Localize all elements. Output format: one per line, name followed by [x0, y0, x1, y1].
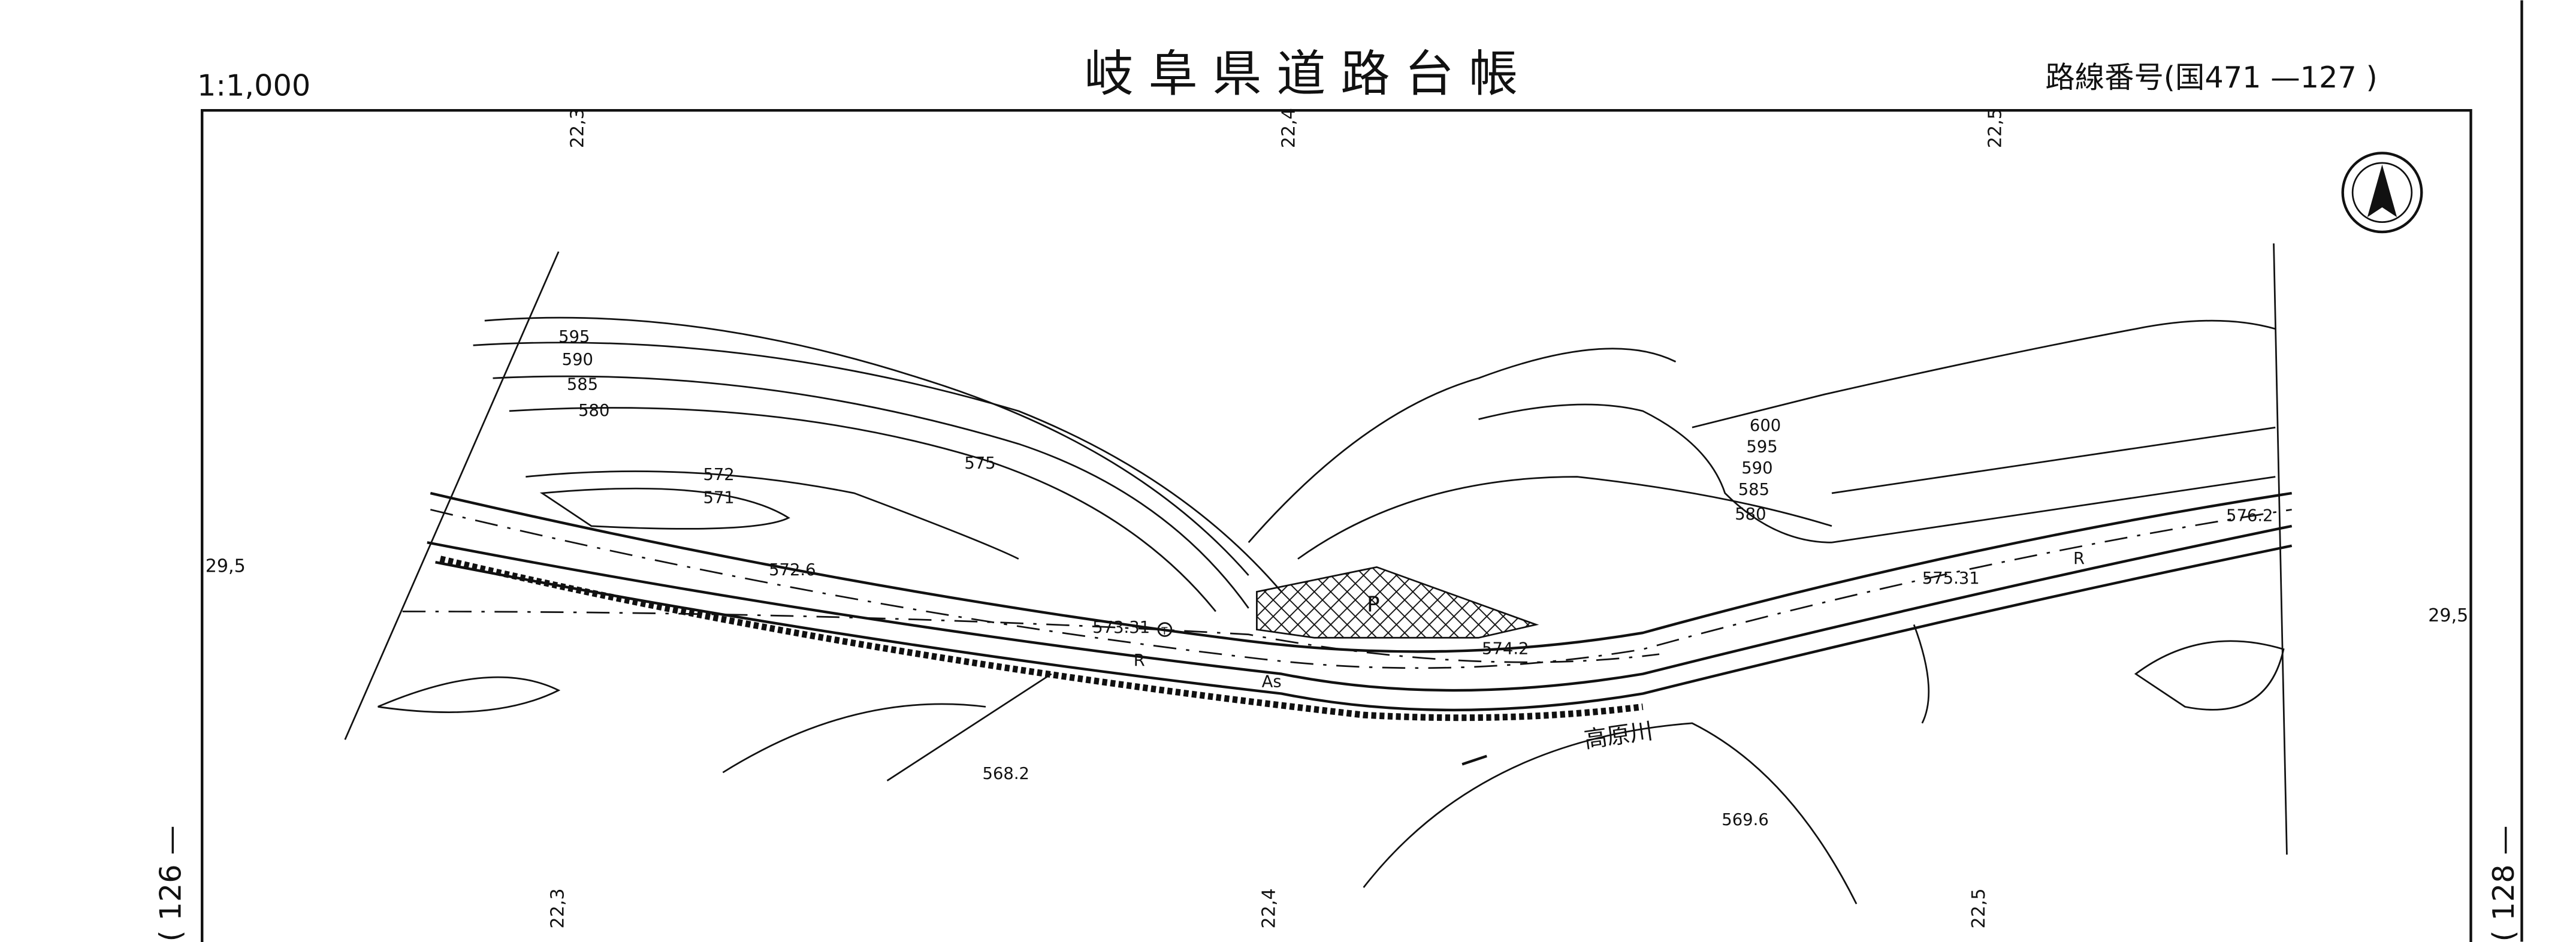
parking-symbol: P: [1367, 592, 1379, 617]
contour-label: 585: [1738, 481, 1769, 499]
benchmark-icon: [1157, 622, 1173, 637]
contour-label: 571: [703, 488, 734, 507]
contour-label: 580: [578, 401, 609, 420]
contour-label: 595: [558, 328, 590, 346]
grid-label-top-2: 22,4: [1278, 108, 1299, 148]
scale-label: 1:1,000: [197, 68, 310, 103]
spot-height: 574.2: [1482, 640, 1529, 659]
spot-height: 576.2: [2226, 507, 2273, 526]
grid-label-right: 29,5: [2428, 605, 2468, 626]
adjacent-sheet-left: ( 126 —: [153, 825, 188, 941]
grid-label-left: 29,5: [206, 556, 246, 577]
spot-height: 568.2: [983, 765, 1029, 783]
road-symbol: R: [1134, 651, 1145, 670]
route-number: 路線番号(国471 —127 ): [2045, 60, 2377, 95]
river-label: 高原川: [1583, 717, 1654, 754]
map-frame: [201, 109, 2472, 942]
grid-label-bottom-1: 22,3: [547, 888, 568, 928]
sheet-title: 岐阜県道路台帳: [1085, 46, 1533, 102]
map-linework: [344, 243, 2293, 905]
contour-label: 600: [1750, 416, 1781, 435]
contour-label: 595: [1746, 437, 1777, 456]
benchmark-symbol: T: [1161, 626, 1168, 637]
road-symbol: R: [2073, 550, 2085, 568]
spot-height: 575.31: [1922, 569, 1980, 588]
spot-height: 573.31: [1092, 618, 1150, 637]
spot-height: 572.6: [769, 561, 816, 579]
grid-label-top-1: 22,3: [567, 108, 588, 148]
contour-label: 575: [964, 454, 995, 473]
adjacent-sheet-right: ( 128 —: [2486, 825, 2521, 941]
grid-label-bottom-2: 22,4: [1259, 888, 1280, 928]
contour-label: 580: [1735, 505, 1766, 524]
spot-height: 569.6: [1722, 811, 1768, 829]
grid-label-top-3: 22,5: [1985, 108, 2006, 148]
contour-label: 590: [1741, 459, 1772, 478]
grid-label-bottom-3: 22,5: [1968, 888, 1989, 928]
contour-label: 572: [703, 466, 734, 484]
contour-label: 585: [567, 375, 598, 394]
north-arrow-icon: [2341, 152, 2423, 234]
surface-symbol: As: [1262, 673, 1282, 692]
contour-label: 590: [562, 351, 593, 369]
